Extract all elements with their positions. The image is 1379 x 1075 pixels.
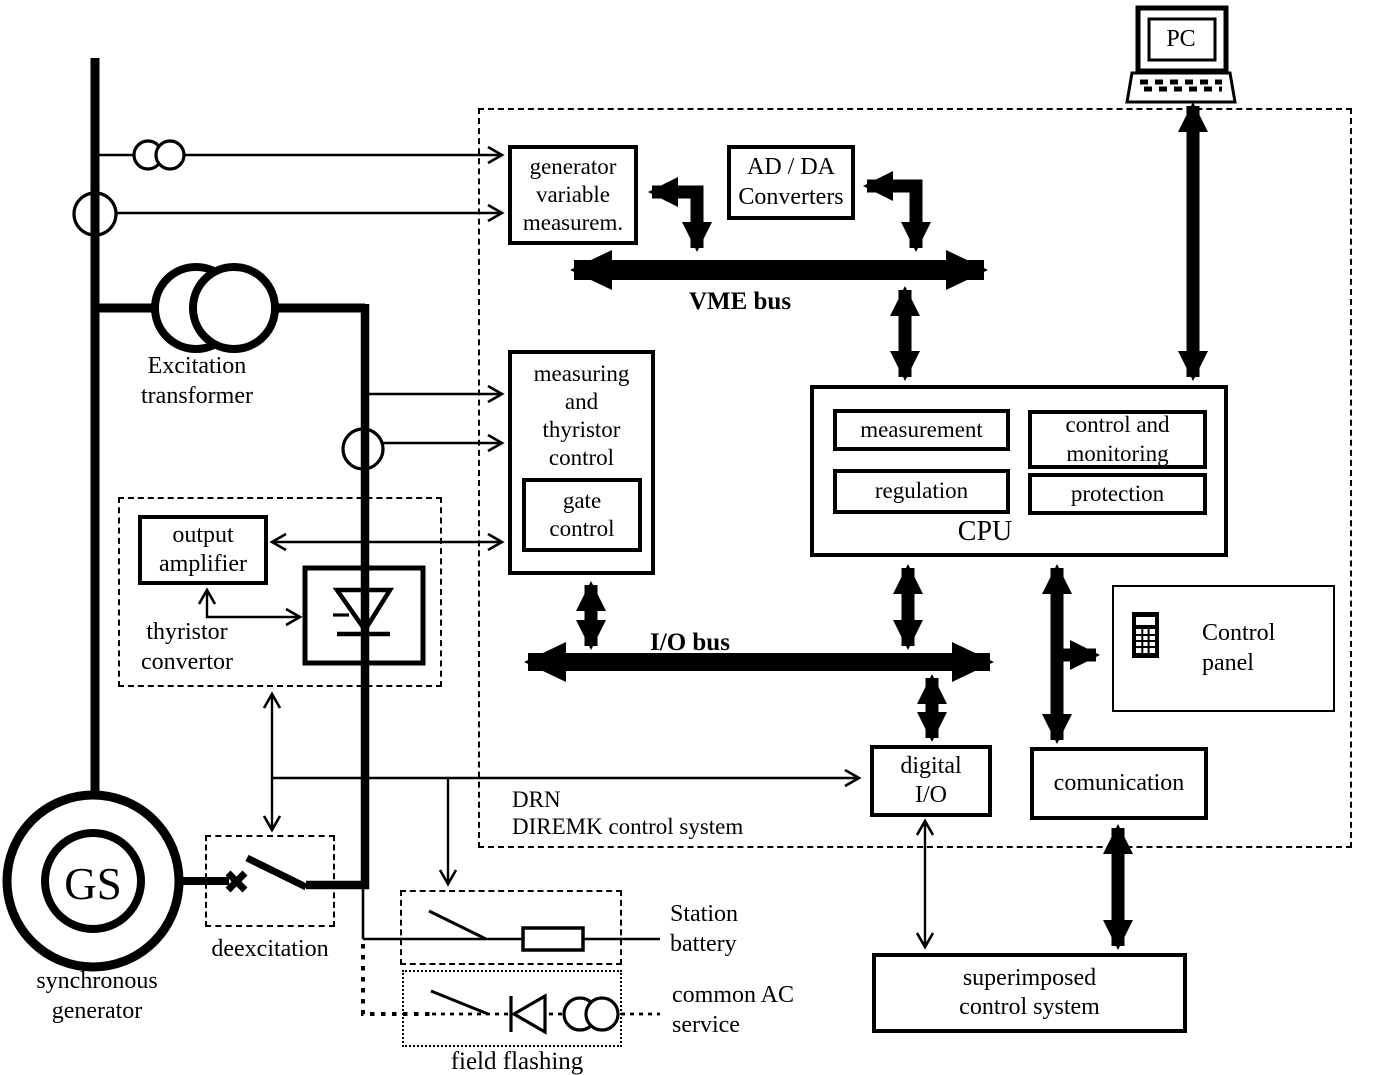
digital-io-box: digital I/O <box>870 745 992 817</box>
digital-io-label: digital I/O <box>900 752 962 808</box>
common-ac-service-label: common AC service <box>672 982 795 1038</box>
cpu-measurement-label: measurement <box>860 416 983 442</box>
io-bus-label: I/O bus <box>650 629 730 656</box>
diremk-system-boundary <box>478 108 1352 848</box>
cpu-control-monitoring-label: control and monitoring <box>1065 412 1170 466</box>
vme-bus-label: VME bus <box>688 288 792 315</box>
control-panel-label: Control panel <box>1202 620 1276 676</box>
current-transformer-icon <box>72 191 505 237</box>
comunication-label: comunication <box>1053 769 1185 796</box>
ad-da-converters-label: AD / DA Converters <box>738 154 844 210</box>
measuring-thyristor-control-label: measuring and thyristor control <box>533 361 630 471</box>
output-amplifier-label: output amplifier <box>159 521 247 577</box>
cpu-protection-box: protection <box>1028 473 1207 515</box>
excitation-transformer-icon <box>95 263 365 353</box>
gate-control-box: gate control <box>522 478 642 552</box>
pc-label: PC <box>1166 26 1196 52</box>
cpu-protection-label: protection <box>1070 480 1165 506</box>
cpu-measurement-box: measurement <box>833 409 1010 451</box>
output-amplifier-box: output amplifier <box>138 515 268 585</box>
excitation-transformer-label: Excitation transformer <box>141 353 253 409</box>
generator-variable-measurement-label: generator variable measurem. <box>522 153 624 236</box>
thyristor-convertor-boundary <box>118 497 442 687</box>
synchronous-generator-label: synchronous generator <box>36 968 158 1024</box>
cpu-label: CPU <box>957 516 1013 547</box>
comunication-box: comunication <box>1030 747 1208 820</box>
cpu-control-monitoring-box: control and monitoring <box>1028 410 1207 469</box>
generator-variable-measurement-box: generator variable measurem. <box>508 145 638 245</box>
station-battery-label: Station battery <box>670 901 739 957</box>
voltage-transformer-icon <box>95 139 505 171</box>
thyristor-convertor-label: thyristor convertor <box>141 619 233 675</box>
gate-control-label: gate control <box>549 487 615 541</box>
field-flashing-boundary <box>402 970 622 1047</box>
deexcitation-boundary <box>205 835 335 927</box>
superimposed-control-system-label: superimposed control system <box>959 964 1100 1020</box>
field-flashing-label: field flashing <box>450 1048 584 1075</box>
drn-label: DRN <box>512 787 561 812</box>
station-battery-boundary <box>400 890 622 965</box>
deexcitation-label: deexcitation <box>211 936 329 962</box>
diremk-system-label: DIREMK control system <box>512 814 744 839</box>
control-panel-box: Control panel <box>1112 585 1335 712</box>
superimposed-control-system-box: superimposed control system <box>872 953 1187 1033</box>
cpu-regulation-box: regulation <box>833 469 1010 514</box>
generator-symbol-label: GS <box>64 859 122 909</box>
pc-icon <box>1125 5 1237 104</box>
cpu-regulation-label: regulation <box>874 478 969 504</box>
ad-da-converters-box: AD / DA Converters <box>727 145 855 220</box>
